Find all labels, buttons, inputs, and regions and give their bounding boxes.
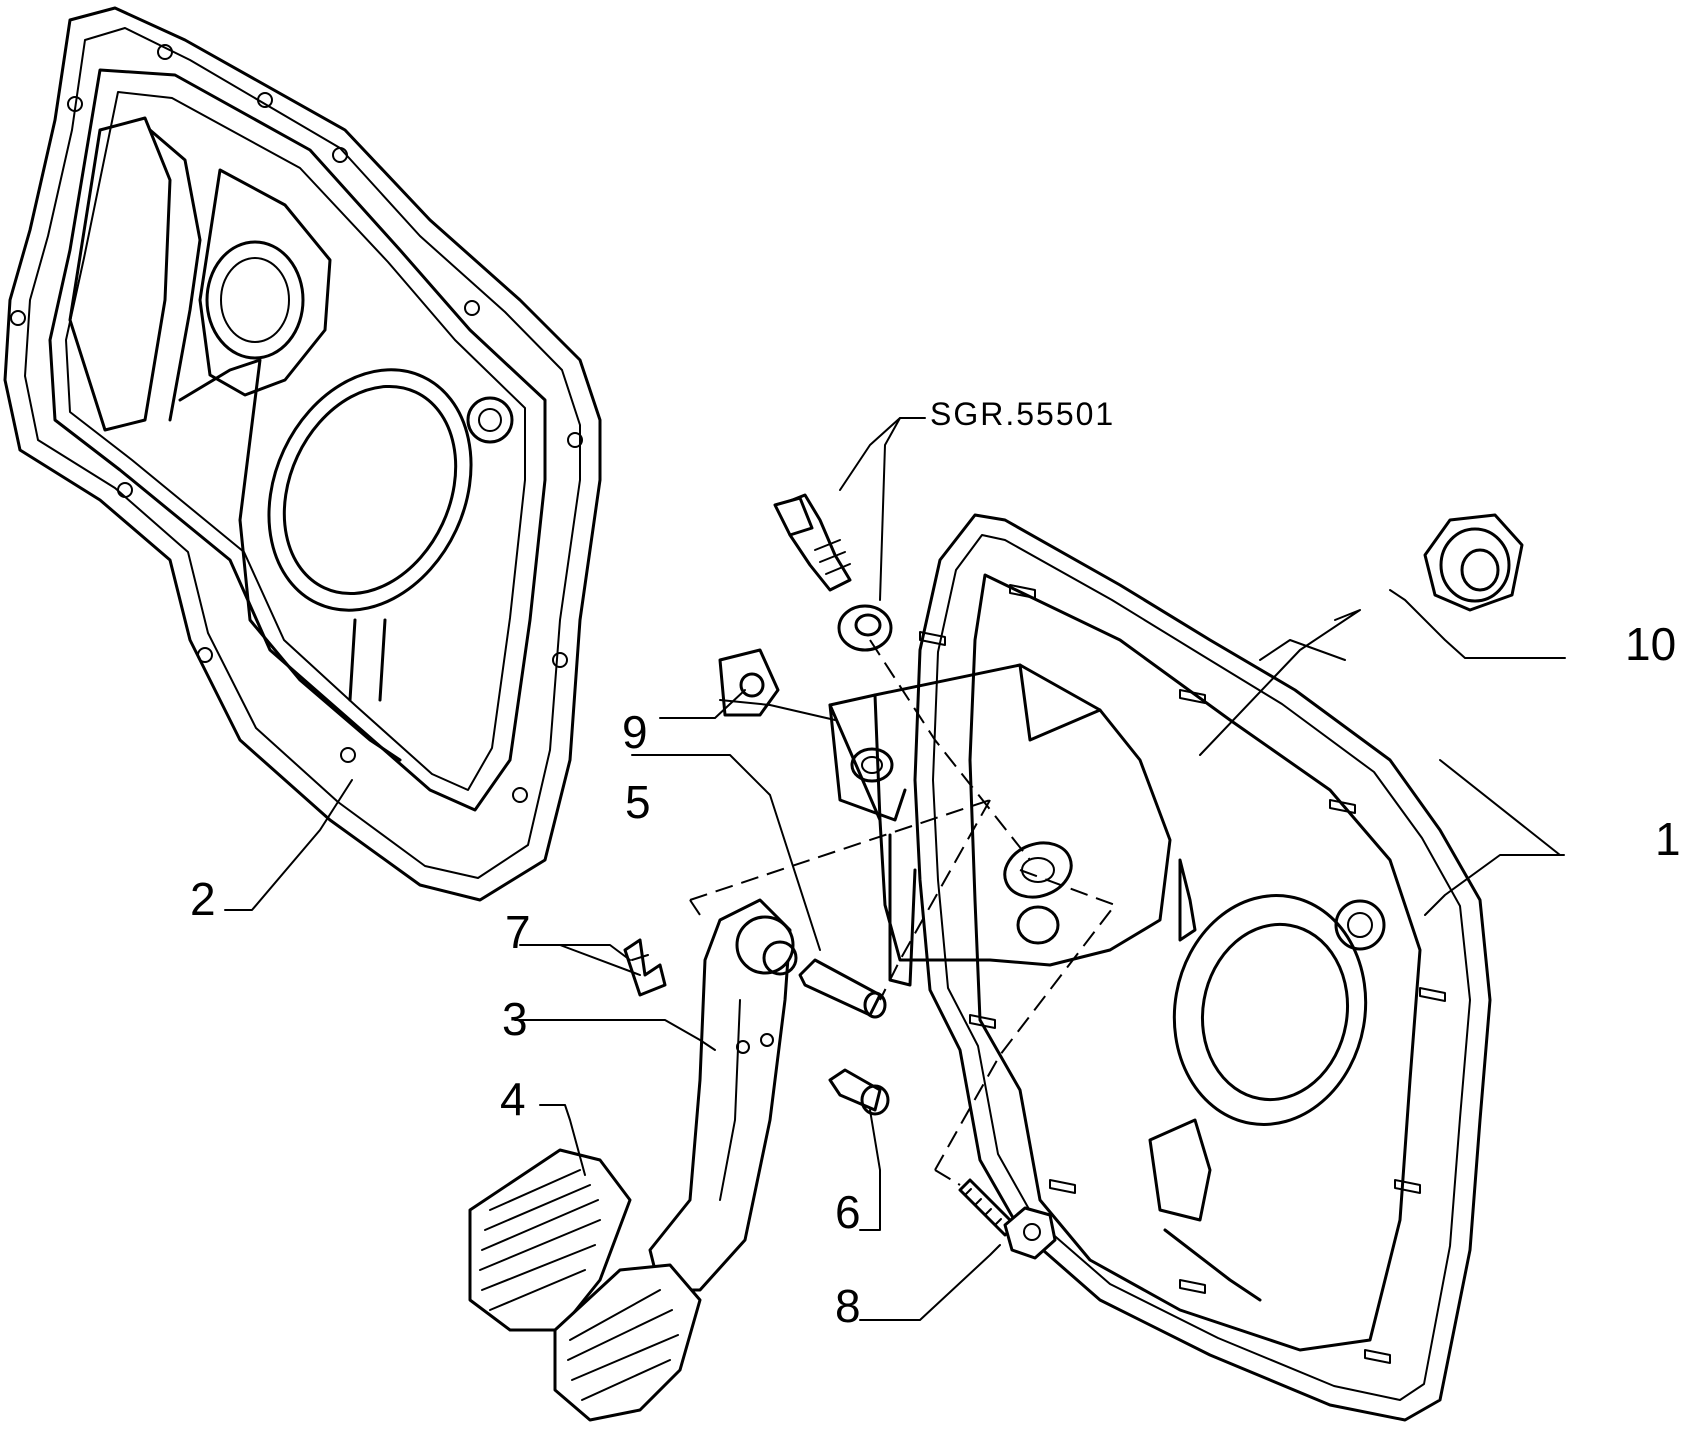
callout-10: 10 <box>1625 618 1676 670</box>
callout-6: 6 <box>835 1186 861 1238</box>
part-2-rivets <box>10 44 583 803</box>
part-10-flange-nut <box>1423 513 1524 612</box>
callout-3: 3 <box>502 993 528 1045</box>
part-2-support-plate <box>3 6 602 902</box>
part-1-studs <box>919 584 1446 1364</box>
callout-8: 8 <box>835 1280 861 1332</box>
part-7-clip <box>623 938 667 997</box>
callout-5: 5 <box>625 776 651 828</box>
part-5-pin <box>798 958 887 1019</box>
part-6-bushing <box>828 1068 890 1116</box>
callout-1: 1 <box>1655 813 1681 865</box>
part-8-bolt <box>958 1178 1057 1260</box>
assembly-dash-lines <box>689 639 1117 1186</box>
callout-7: 7 <box>505 906 531 958</box>
part-1-pedal-bracket <box>828 513 1492 1422</box>
part-3-pedal-arm <box>648 898 798 1292</box>
switch-reference-code: SGR.55501 <box>930 396 1115 432</box>
part-4-pedal-pad <box>468 1148 702 1422</box>
callout-2: 2 <box>190 873 216 925</box>
stop-light-switch <box>773 493 893 652</box>
callout-9: 9 <box>622 706 648 758</box>
callout-4: 4 <box>500 1073 526 1125</box>
leader-lines <box>224 417 1566 1321</box>
